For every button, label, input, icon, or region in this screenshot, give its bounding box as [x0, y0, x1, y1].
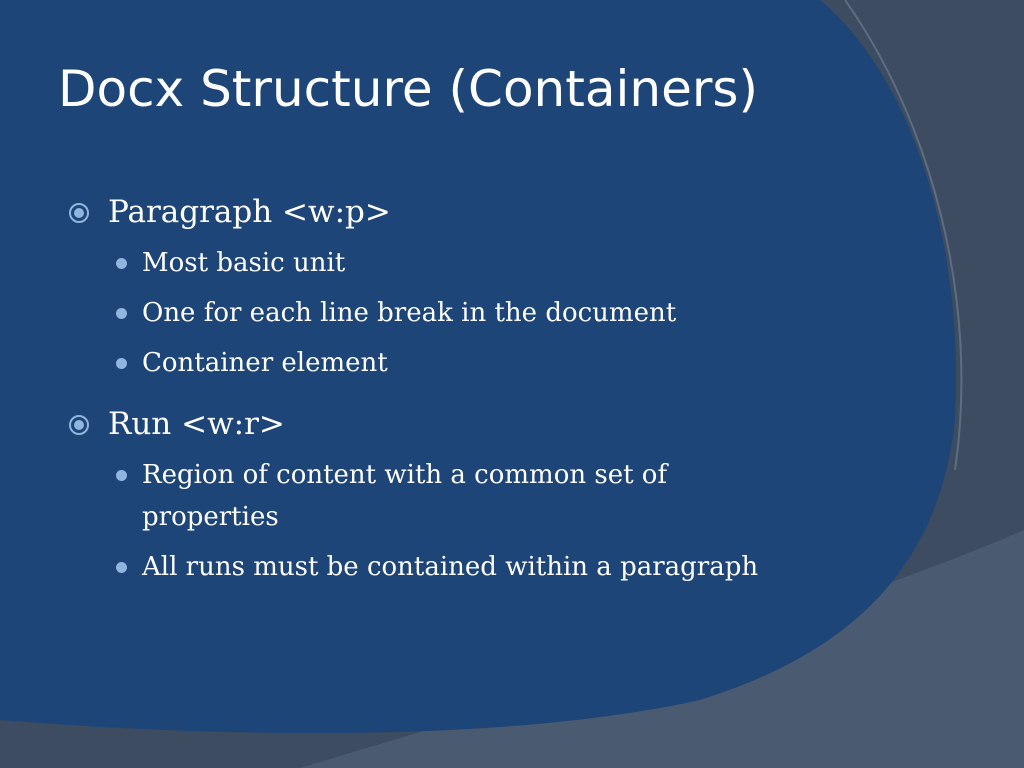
background-swoosh: [300, 530, 1024, 768]
sub-bullet-item: Container element: [112, 342, 898, 384]
bullet-list: Paragraph <w:p> Most basic unit One for …: [68, 188, 898, 604]
sub-bullet-text: One for each line break in the document: [142, 298, 677, 328]
dot-bullet-icon: [112, 292, 142, 334]
dot-bullet-icon: [112, 546, 142, 588]
sub-bullet-text: Region of content with a common set of p…: [142, 460, 668, 532]
bullet-label: Paragraph <w:p>: [108, 194, 391, 231]
bullet-item-run: Run <w:r>: [68, 400, 898, 450]
dot-bullet-icon: [112, 242, 142, 284]
blue-panel: [0, 0, 957, 734]
sub-bullet-item: All runs must be contained within a para…: [112, 546, 898, 588]
panel-edge-arc: [844, 0, 963, 471]
bullet-group-paragraph: Paragraph <w:p> Most basic unit One for …: [68, 188, 898, 384]
bullet-group-run: Run <w:r> Region of content with a commo…: [68, 400, 898, 588]
dot-bullet-icon: [112, 342, 142, 384]
bullet-item-paragraph: Paragraph <w:p>: [68, 188, 898, 238]
ring-bullet-icon: [68, 202, 108, 224]
bullet-label: Run <w:r>: [108, 406, 285, 443]
sub-bullet-item: Region of content with a common set of p…: [112, 454, 898, 538]
sub-bullet-text: Container element: [142, 348, 388, 378]
sub-bullet-text: All runs must be contained within a para…: [142, 552, 759, 582]
dot-bullet-icon: [112, 454, 142, 496]
sub-bullet-item: Most basic unit: [112, 242, 898, 284]
ring-bullet-icon: [68, 414, 108, 436]
slide-title: Docx Structure (Containers): [58, 60, 758, 118]
sub-bullet-item: One for each line break in the document: [112, 292, 898, 334]
sub-bullet-text: Most basic unit: [142, 248, 346, 278]
